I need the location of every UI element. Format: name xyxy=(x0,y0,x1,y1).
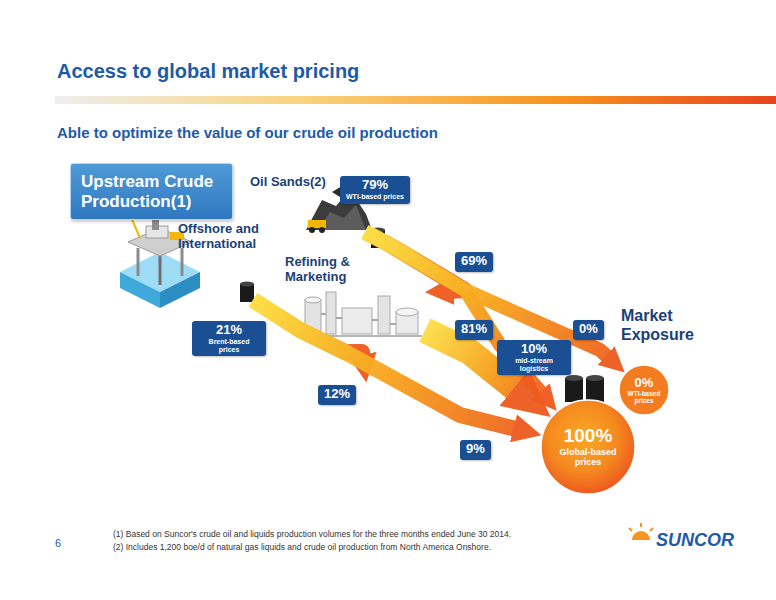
node-text: Refining & Marketing xyxy=(285,255,377,285)
oil-barrel xyxy=(565,378,583,402)
market-circle: 0%WTI-based prices xyxy=(618,364,670,416)
subtitle: Able to optimize the value of our crude … xyxy=(57,124,438,142)
edge-label: 69% xyxy=(461,254,487,269)
circle-outline xyxy=(540,399,636,495)
refinery-plant xyxy=(326,292,336,334)
callout-box: 81% xyxy=(455,320,493,340)
refinery-plant xyxy=(300,292,422,336)
heading-box: Upstream Crude Production(1) xyxy=(70,163,233,220)
callout-box: 0% xyxy=(573,320,604,340)
callout-text: Brent-based prices xyxy=(198,338,260,353)
node-text: Global-based prices xyxy=(554,447,622,468)
callout-text: mid-stream logistics xyxy=(503,357,565,372)
logo-sun xyxy=(640,523,642,527)
refinery-plant xyxy=(372,319,378,321)
circle-shape xyxy=(541,400,635,494)
circle-shape xyxy=(619,365,669,415)
edge-label: 81% xyxy=(461,322,487,337)
oil-sands-pile xyxy=(319,227,325,233)
oil-barrel xyxy=(586,375,604,381)
oil-barrel xyxy=(240,284,254,302)
oil-barrel xyxy=(586,378,604,402)
oil-barrel xyxy=(565,375,583,381)
callout-box: 12% xyxy=(318,385,356,405)
section-label: Market Exposure xyxy=(621,306,711,344)
edge-label: 12% xyxy=(324,387,350,402)
node-text: WTI-based prices xyxy=(624,390,664,404)
title-bar xyxy=(55,96,776,104)
callout-box: 69% xyxy=(455,252,493,272)
edge-label: 9% xyxy=(466,442,485,457)
node-text: 0% xyxy=(635,376,654,390)
logo-sun xyxy=(629,523,653,540)
source-node: Offshore and International xyxy=(118,222,266,300)
offshore-platform xyxy=(181,248,184,276)
oil-barrel xyxy=(565,375,604,402)
footnote: (1) Based on Suncor's crude oil and liqu… xyxy=(113,529,511,539)
callout-text: WTI-based prices xyxy=(346,193,404,201)
node-text: Upstream Crude Production(1) xyxy=(81,172,222,211)
offshore-platform xyxy=(160,272,200,308)
refinery-plant xyxy=(390,323,396,325)
offshore-platform xyxy=(120,272,160,308)
callout-box: 79%WTI-based prices xyxy=(340,176,410,204)
refinery-plant xyxy=(342,308,372,334)
refinery-plant xyxy=(396,308,418,316)
callout-box: 21%Brent-based prices xyxy=(192,321,266,356)
oil-sands-pile xyxy=(309,227,315,233)
node-text: 100% xyxy=(564,426,613,447)
offshore-platform xyxy=(159,256,162,285)
refinery-plant xyxy=(321,313,326,315)
refinery-plant xyxy=(378,296,390,334)
flow-arrow xyxy=(365,232,610,359)
node-text: Offshore and International xyxy=(178,222,266,252)
edge-label: 10% xyxy=(503,342,565,357)
oil-sands-pile xyxy=(308,220,326,228)
callout-text: 79% xyxy=(346,178,404,193)
edge-label: 0% xyxy=(579,322,598,337)
callout-box: 9% xyxy=(460,440,491,460)
process-node: Refining & Marketing xyxy=(283,255,425,337)
refinery-plant xyxy=(305,297,321,303)
oil-barrel xyxy=(240,282,254,287)
callout-text: 21% xyxy=(198,323,260,338)
page-number: 6 xyxy=(55,537,61,550)
offshore-platform xyxy=(137,248,140,276)
oil-barrel xyxy=(240,282,254,303)
callout-box: 10%mid-stream logistics xyxy=(497,340,571,375)
logo-sun xyxy=(650,528,653,531)
refinery-plant xyxy=(336,317,342,319)
logo-sun xyxy=(632,531,650,540)
title-bar xyxy=(55,96,776,104)
market-circle: 100%Global-based prices xyxy=(540,399,636,495)
logo-sun xyxy=(629,528,632,531)
slide-title: Access to global market pricing xyxy=(57,60,359,83)
logo-text: SUNCOR xyxy=(656,530,734,552)
footnote: (2) Includes 1,200 boe/d of natural gas … xyxy=(113,542,491,552)
